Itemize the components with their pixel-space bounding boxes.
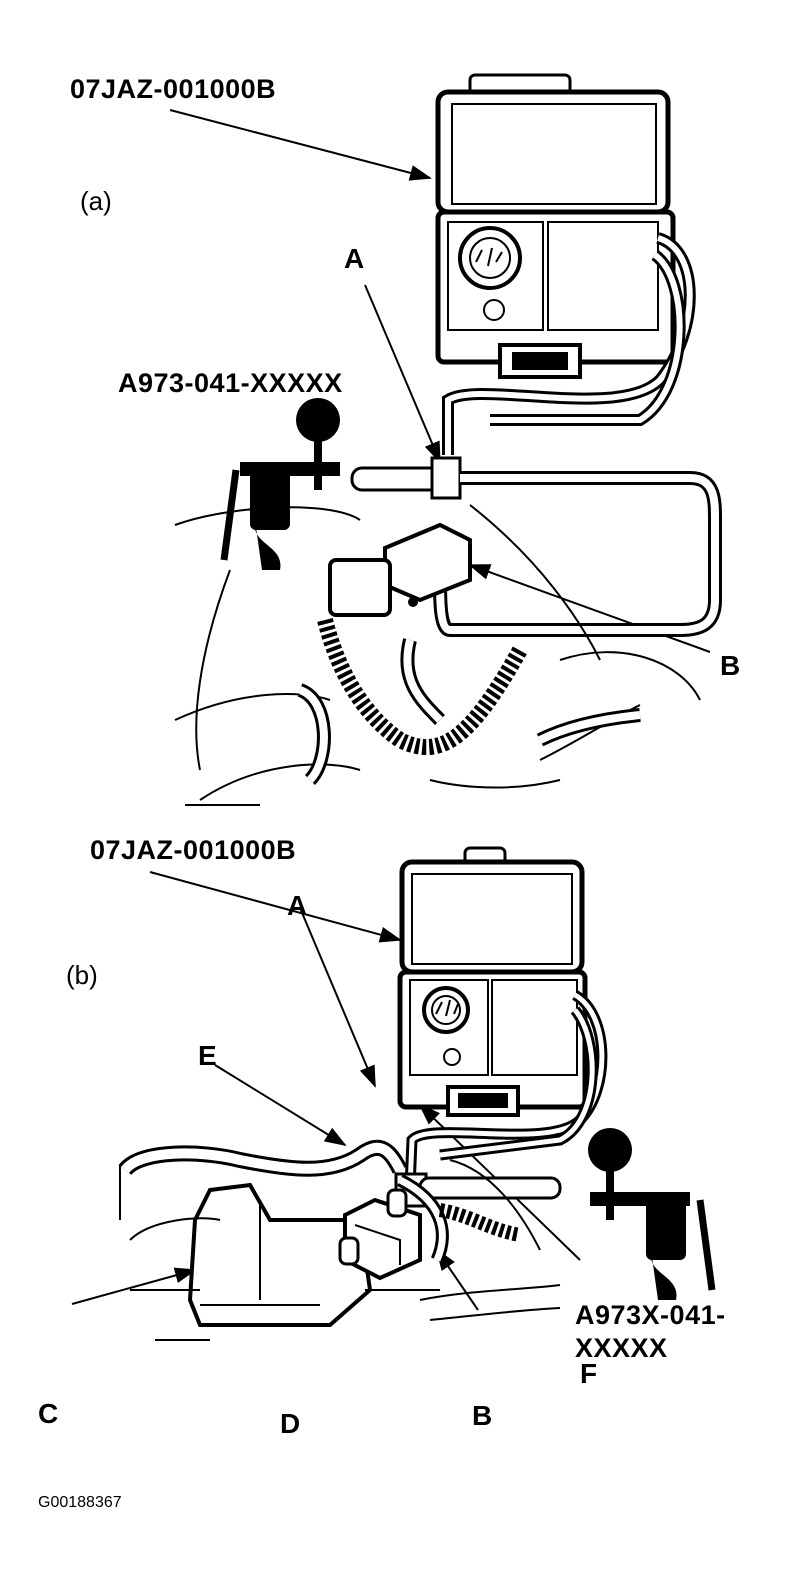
callout-c: C: [38, 1398, 59, 1429]
t-fitting-a: [350, 456, 462, 500]
callout-a: A: [344, 243, 365, 274]
gauge-part-number-label: A973-041-XXXXX: [118, 368, 343, 398]
panel-a: 07JAZ-001000B (a) A A973-041-XXXXX B: [70, 73, 741, 806]
loop-hose-a: [433, 471, 722, 637]
panel-a-drawing: [169, 73, 722, 806]
vacuum-pump-gauge-b: [588, 1128, 716, 1300]
callout-c-leader-arrow: [71, 1267, 197, 1305]
panel-b-caption: (b): [66, 960, 98, 990]
gauge-part-number-label-b-line1: A973X-041-: [575, 1300, 726, 1330]
panel-a-caption: (a): [80, 186, 112, 216]
tester-leader-arrow: [169, 109, 432, 181]
panel-b-drawing: [71, 846, 716, 1341]
corrugated-hose-f: [438, 1203, 522, 1242]
callout-b-b: B: [472, 1400, 493, 1431]
callout-a-leader-arrow: [364, 284, 441, 464]
callout-a-leader-arrow-b: [299, 907, 376, 1088]
evap-purge-valve-a: [328, 522, 472, 617]
vent-shut-valve-d: [338, 1188, 422, 1281]
gauge-part-number-label-b-line2: XXXXX: [575, 1333, 668, 1363]
callout-a-b: A: [287, 890, 308, 921]
leak-tester-case-b: [397, 846, 588, 1117]
callout-e: E: [198, 1040, 217, 1071]
tester-part-number-label: 07JAZ-001000B: [70, 74, 277, 104]
callout-b: B: [720, 650, 741, 681]
callout-f: F: [580, 1358, 598, 1389]
leak-tester-case: [435, 73, 676, 379]
corrugated-hose-a: [317, 618, 527, 756]
callout-b-leader-arrow: [468, 564, 711, 653]
callout-e-leader-arrow: [214, 1064, 347, 1147]
callout-d: D: [280, 1408, 301, 1439]
panel-b: 07JAZ-001000B (b) A E A973X-041- XXXXX F…: [0, 820, 794, 1575]
vehicle-underbody-outline: [119, 1159, 561, 1341]
evap-canister-c: [187, 1182, 373, 1327]
tester-leader-arrow-b: [149, 871, 402, 943]
vacuum-pump-gauge-a: [220, 398, 340, 570]
tester-part-number-label-b: 07JAZ-001000B: [90, 835, 297, 865]
figure-id: G00188367: [38, 1494, 122, 1511]
